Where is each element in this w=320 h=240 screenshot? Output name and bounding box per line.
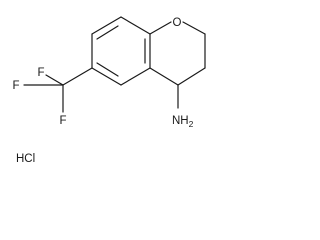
bond [91,67,122,86]
bond [91,16,122,35]
double-bond-inner [96,62,119,77]
benzene-ring [91,16,151,86]
amine-label: NH2 [172,115,194,129]
fluorine-bottom-label: F [59,115,66,127]
structure-canvas: O F F F NH2 HCl [0,0,219,174]
bond [45,74,64,86]
bond [120,16,151,35]
salt-label: HCl [16,153,35,165]
fluorine-left-label: F [12,80,19,92]
chemical-structure-drawing: O F F F NH2 HCl [12,16,206,165]
bond [177,67,206,86]
bond [182,21,206,35]
bond [120,67,151,86]
fluorine-top-label: F [37,67,44,79]
bond [149,21,172,35]
pyran-ring [149,21,206,86]
ring-oxygen-label: O [173,17,182,29]
bond [62,67,93,86]
bond [149,67,179,86]
trifluoromethyl-group [23,67,93,113]
double-bond-inner [96,25,119,40]
